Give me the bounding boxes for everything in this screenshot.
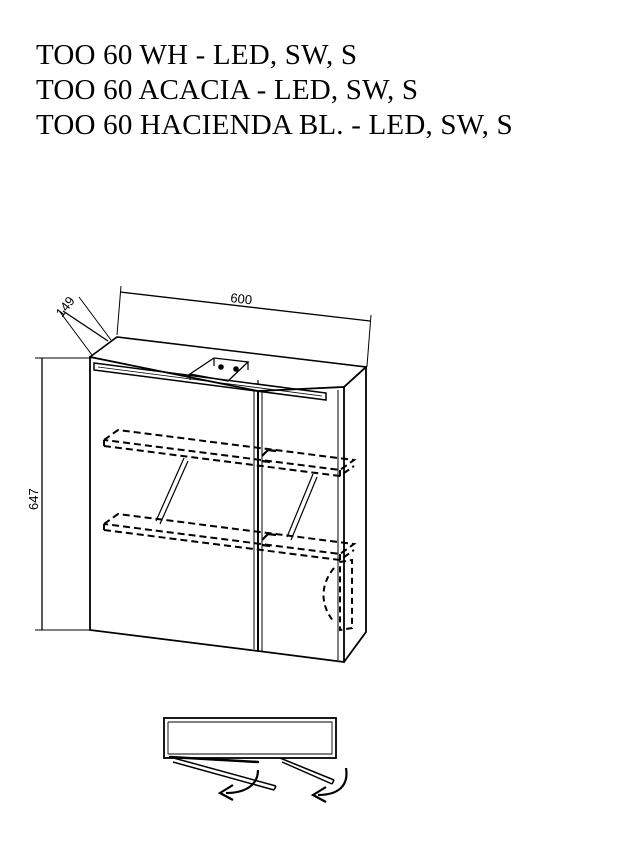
left-door-arrow — [217, 769, 260, 801]
shelf-brackets — [261, 448, 277, 548]
top-view — [163, 717, 337, 791]
depth-dimension: 149 — [53, 294, 112, 356]
depth-label: 149 — [53, 294, 78, 320]
width-dimension: 600 — [116, 285, 372, 367]
lower-shelf — [103, 512, 357, 562]
led-light-bar — [93, 357, 327, 401]
product-title-hacienda: TOO 60 HACIENDA BL. - LED, SW, S — [36, 109, 513, 141]
side-switch — [322, 558, 353, 632]
product-title-acacia: TOO 60 ACACIA - LED, SW, S — [36, 74, 419, 106]
product-title-list: TOO 60 WH - LED, SW, S TOO 60 ACACIA - L… — [36, 38, 513, 143]
product-title-wh: TOO 60 WH - LED, SW, S — [36, 39, 358, 71]
height-dimension: 647 — [26, 357, 92, 631]
upper-shelf — [103, 428, 357, 478]
width-label: 600 — [230, 290, 253, 307]
right-mirror-reflection — [286, 473, 318, 541]
height-label: 647 — [26, 488, 41, 510]
right-door-arrow — [310, 767, 348, 803]
left-mirror-reflection — [155, 457, 189, 525]
cabinet-body — [89, 336, 368, 664]
